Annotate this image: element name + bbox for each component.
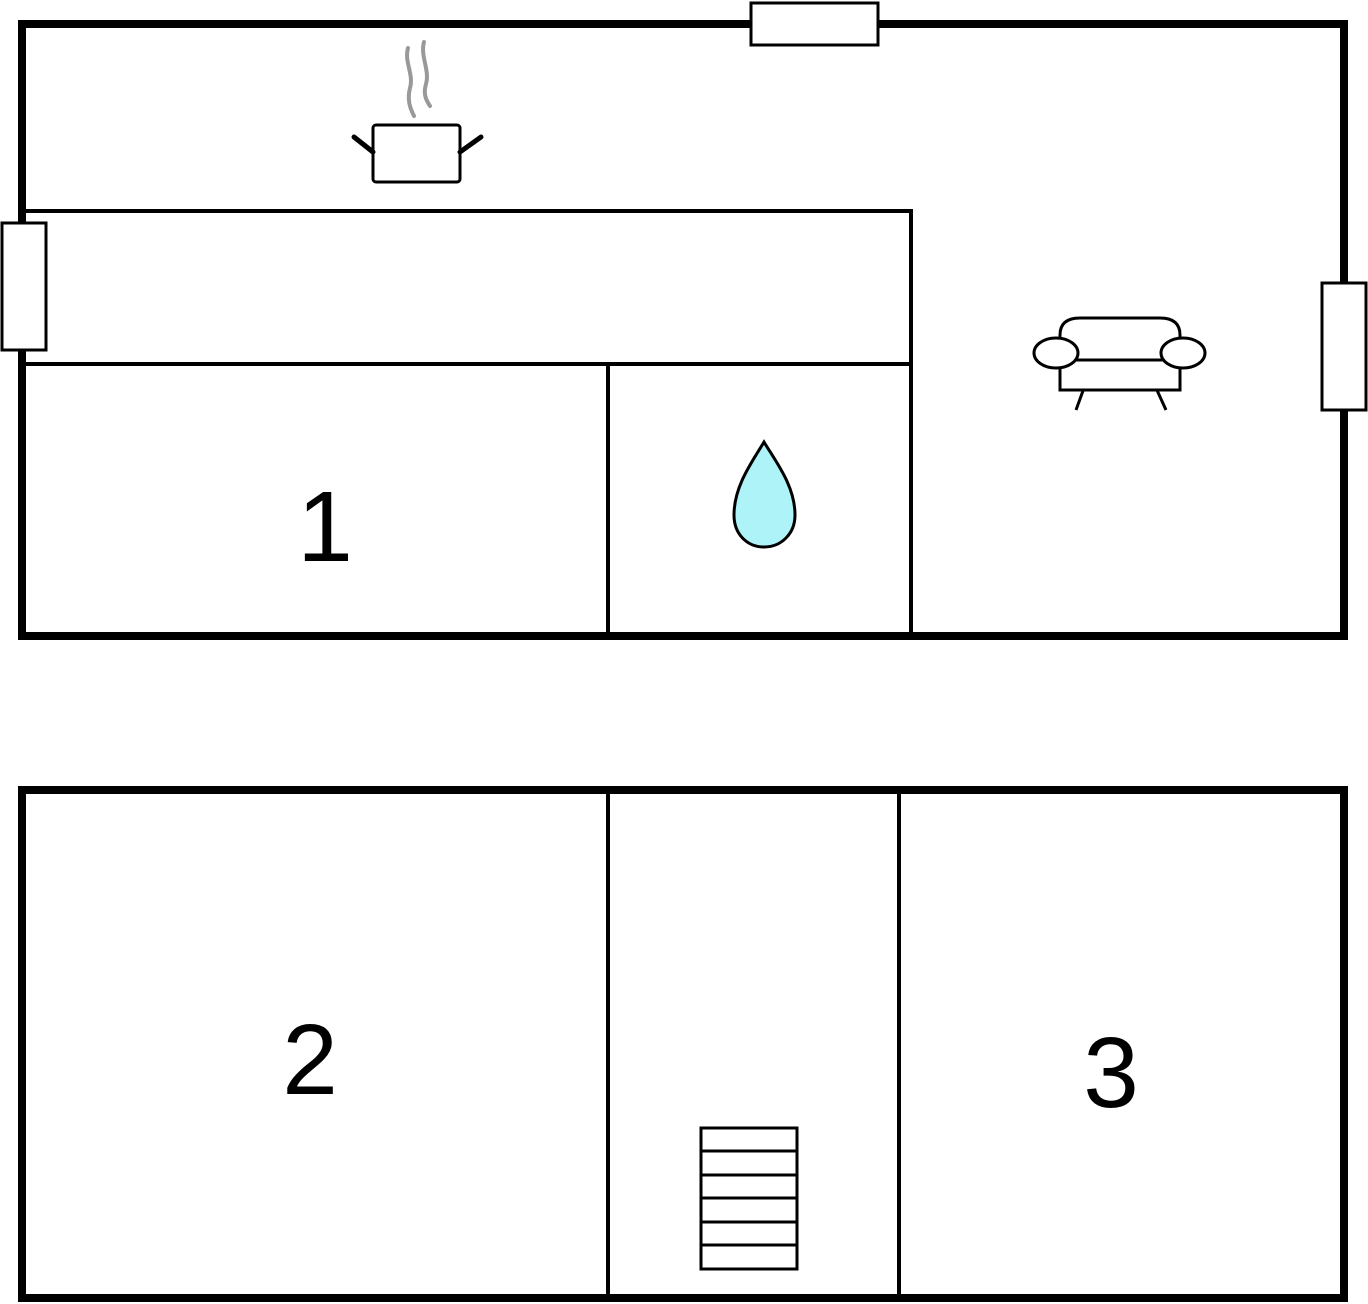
window-right [1320,281,1368,412]
upper-floor: 2 3 [18,786,1348,1302]
room-label-3: 3 [1083,1017,1139,1129]
window-top [749,1,880,47]
cooking-pot-icon [351,40,484,184]
window-left [0,221,48,352]
upper-floor-outer-wall [18,786,1348,1302]
corridor-wall [26,209,913,632]
room-label-1: 1 [297,471,353,583]
water-drop-icon [732,439,797,549]
ground-floor: 1 [0,1,1368,640]
staircase-icon [699,1126,799,1271]
room-label-2: 2 [282,1004,338,1116]
sofa-icon [1032,316,1207,411]
